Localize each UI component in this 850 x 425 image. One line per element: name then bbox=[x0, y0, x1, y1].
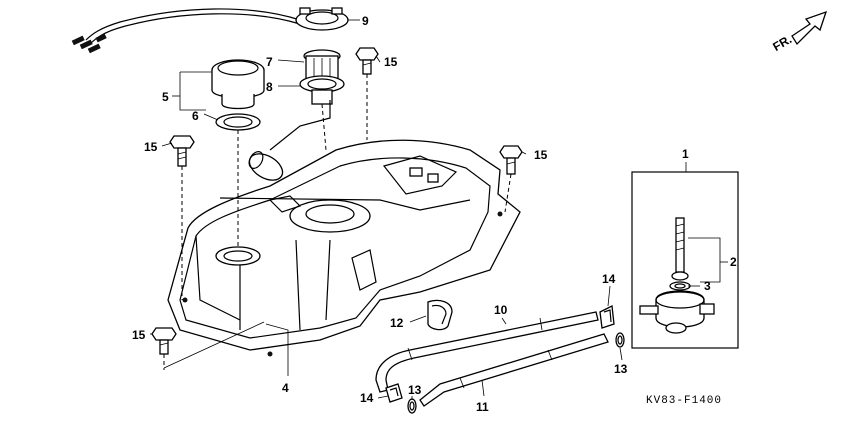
tube-clip-upper bbox=[599, 305, 615, 329]
front-direction-arrow: FR. bbox=[770, 10, 828, 54]
fuel-sender-lock-ring bbox=[295, 7, 349, 31]
leader-lines bbox=[150, 19, 728, 400]
sender-wire-harness bbox=[71, 8, 301, 54]
part-label-15-right: 15 bbox=[534, 148, 548, 162]
part-label-15-top: 15 bbox=[384, 55, 398, 69]
hose-clip bbox=[427, 299, 453, 331]
part-label-3: 3 bbox=[704, 279, 711, 293]
fuel-tank bbox=[167, 139, 521, 357]
figure-code: KV83-F1400 bbox=[646, 395, 722, 407]
part-label-11: 11 bbox=[476, 400, 489, 414]
part-label-14-upper: 14 bbox=[602, 272, 616, 286]
part-label-14-lower: 14 bbox=[360, 391, 374, 405]
part-label-10: 10 bbox=[494, 303, 508, 317]
fuel-cap-gasket bbox=[215, 113, 261, 131]
part-label-12: 12 bbox=[390, 316, 404, 330]
flange-bolt-lower-left bbox=[151, 327, 177, 355]
flange-bolt-upper-left bbox=[169, 135, 195, 167]
fuel-tube-lower bbox=[419, 333, 609, 407]
flange-bolt-right bbox=[499, 145, 523, 175]
fuel-cock-assembly bbox=[631, 171, 739, 349]
part-label-6: 6 bbox=[192, 109, 199, 123]
part-label-13-lower: 13 bbox=[408, 383, 422, 397]
part-label-15-upper-left: 15 bbox=[144, 140, 158, 154]
fuel-level-sender-unit bbox=[248, 49, 345, 181]
part-label-15-lower-left: 15 bbox=[132, 328, 146, 342]
part-label-13-upper: 13 bbox=[614, 362, 628, 376]
flange-bolt-top bbox=[355, 47, 379, 75]
tube-clip-lower bbox=[385, 383, 403, 403]
part-label-9: 9 bbox=[362, 14, 369, 28]
direction-label: FR. bbox=[770, 32, 794, 54]
tube-clamp-upper bbox=[615, 332, 625, 348]
part-label-2: 2 bbox=[730, 255, 737, 269]
fuel-filler-cap bbox=[211, 59, 265, 110]
alignment-lines bbox=[163, 74, 512, 370]
part-label-4: 4 bbox=[282, 381, 289, 395]
tube-clamp-lower bbox=[407, 398, 417, 414]
part-label-5: 5 bbox=[162, 90, 169, 104]
part-label-1: 1 bbox=[682, 147, 689, 161]
part-label-8: 8 bbox=[266, 80, 273, 94]
part-label-7: 7 bbox=[266, 55, 273, 69]
